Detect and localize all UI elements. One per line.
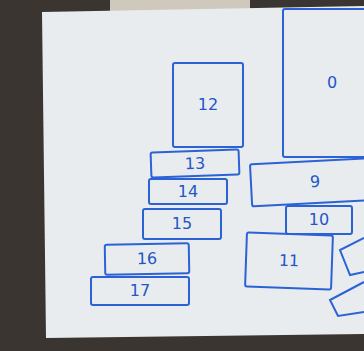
partial-box [340,238,364,275]
sketch-box: 11 [244,231,334,290]
sketch-box: 12 [172,62,244,148]
box-number: 15 [172,215,192,233]
box-number: 12 [198,96,218,114]
sketch-box: 14 [148,178,228,205]
paper-sheet [42,6,364,338]
box-number: 0 [327,74,337,92]
box-number: 13 [185,154,206,172]
box-number: 10 [309,211,329,229]
box-number: 14 [178,183,198,201]
sketch-box: 17 [90,276,190,306]
sketch-box: 0 [282,8,364,158]
sketch-box: 13 [150,148,241,178]
partial-boxes [330,238,364,316]
sketch-box: 9 [249,157,364,208]
sketch-box: 10 [285,205,353,235]
box-number: 9 [309,173,320,191]
sketch-box: 16 [104,242,191,275]
box-number: 17 [130,282,150,300]
box-number: 11 [279,252,300,270]
box-number: 16 [137,250,158,268]
partial-box [330,282,364,316]
sketch-box: 15 [142,208,222,240]
